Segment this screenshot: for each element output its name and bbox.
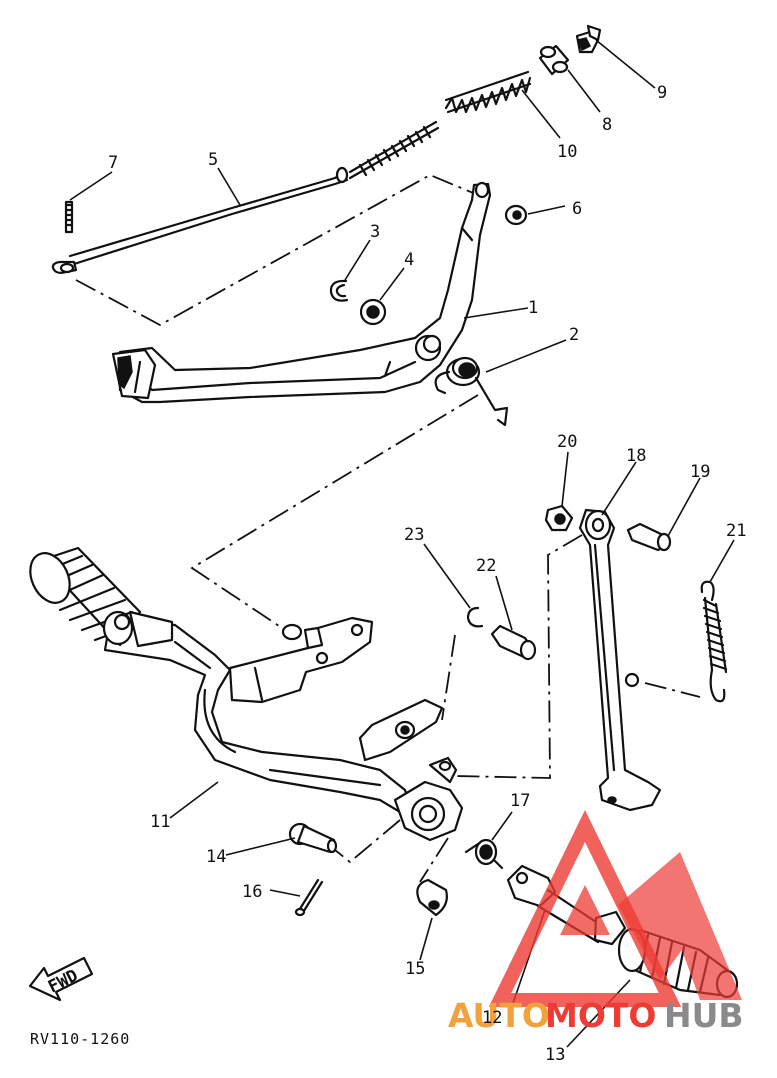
- leader-lines: [69, 39, 735, 1048]
- watermark-text-auto: AUTO: [448, 996, 550, 1035]
- callout-4: 4: [404, 250, 414, 270]
- brake-pedal-part-1: [111, 181, 492, 404]
- callout-7: 7: [108, 153, 118, 173]
- stand-spring-part-21: [700, 580, 728, 703]
- spring-part-17: [464, 838, 504, 870]
- bolt-part-19: [626, 522, 672, 552]
- return-spring-part-2: [434, 356, 509, 427]
- callout-16: 16: [242, 882, 262, 902]
- spring-part-10: [444, 70, 532, 114]
- callout-13: 13: [545, 1045, 565, 1065]
- circlip-part-3: [329, 279, 349, 302]
- brake-rod-part-5: [51, 120, 440, 274]
- watermark-text-moto: MOTO: [545, 996, 656, 1035]
- circlip-part-23: [466, 606, 484, 628]
- callout-18: 18: [626, 446, 646, 466]
- nut-part-20: [544, 504, 574, 532]
- callout-20: 20: [557, 432, 577, 452]
- sidestand-part-18: [578, 508, 662, 812]
- drawing-code: RV110-1260: [30, 1030, 130, 1048]
- forward-direction-arrow-icon: FWD: [28, 956, 94, 1002]
- bolt-part-22: [490, 624, 537, 661]
- callout-12: 12: [482, 1008, 502, 1028]
- assembly-lines: [75, 174, 701, 883]
- watermark-logo: AUTO MOTO HUB: [448, 810, 744, 1035]
- watermark-mountain-icon: [618, 852, 742, 1000]
- washer-part-15: [416, 878, 448, 917]
- callout-21: 21: [726, 521, 746, 541]
- watermark-text-hub: HUB: [664, 996, 744, 1035]
- callout-8: 8: [602, 115, 612, 135]
- callout-15: 15: [405, 959, 425, 979]
- callout-17: 17: [510, 791, 530, 811]
- callout-9: 9: [657, 83, 667, 103]
- footrest-bar-part-11: [29, 546, 464, 842]
- callout-numbers: 1 2 3 4 5 6 7 8 9 10 11 12 13 14 15 16 1…: [108, 83, 746, 1065]
- callout-2: 2: [569, 325, 579, 345]
- cotter-pin-part-16: [294, 878, 324, 917]
- watermark-inner-triangle-icon: [560, 885, 610, 935]
- callout-3: 3: [370, 222, 380, 242]
- pin-part-14: [288, 822, 338, 854]
- callout-14: 14: [206, 847, 226, 867]
- callout-1: 1: [528, 298, 538, 318]
- washer-part-6: [504, 204, 528, 226]
- joint-part-8: [538, 44, 570, 76]
- washer-part-4: [359, 298, 387, 326]
- callout-6: 6: [572, 199, 582, 219]
- callout-10: 10: [557, 142, 577, 162]
- callout-23: 23: [404, 525, 424, 545]
- callout-22: 22: [476, 556, 496, 576]
- cotter-pin-part-7: [64, 200, 74, 234]
- callout-19: 19: [690, 462, 710, 482]
- callout-5: 5: [208, 150, 218, 170]
- wing-nut-part-9: [575, 24, 602, 54]
- callout-11: 11: [150, 812, 170, 832]
